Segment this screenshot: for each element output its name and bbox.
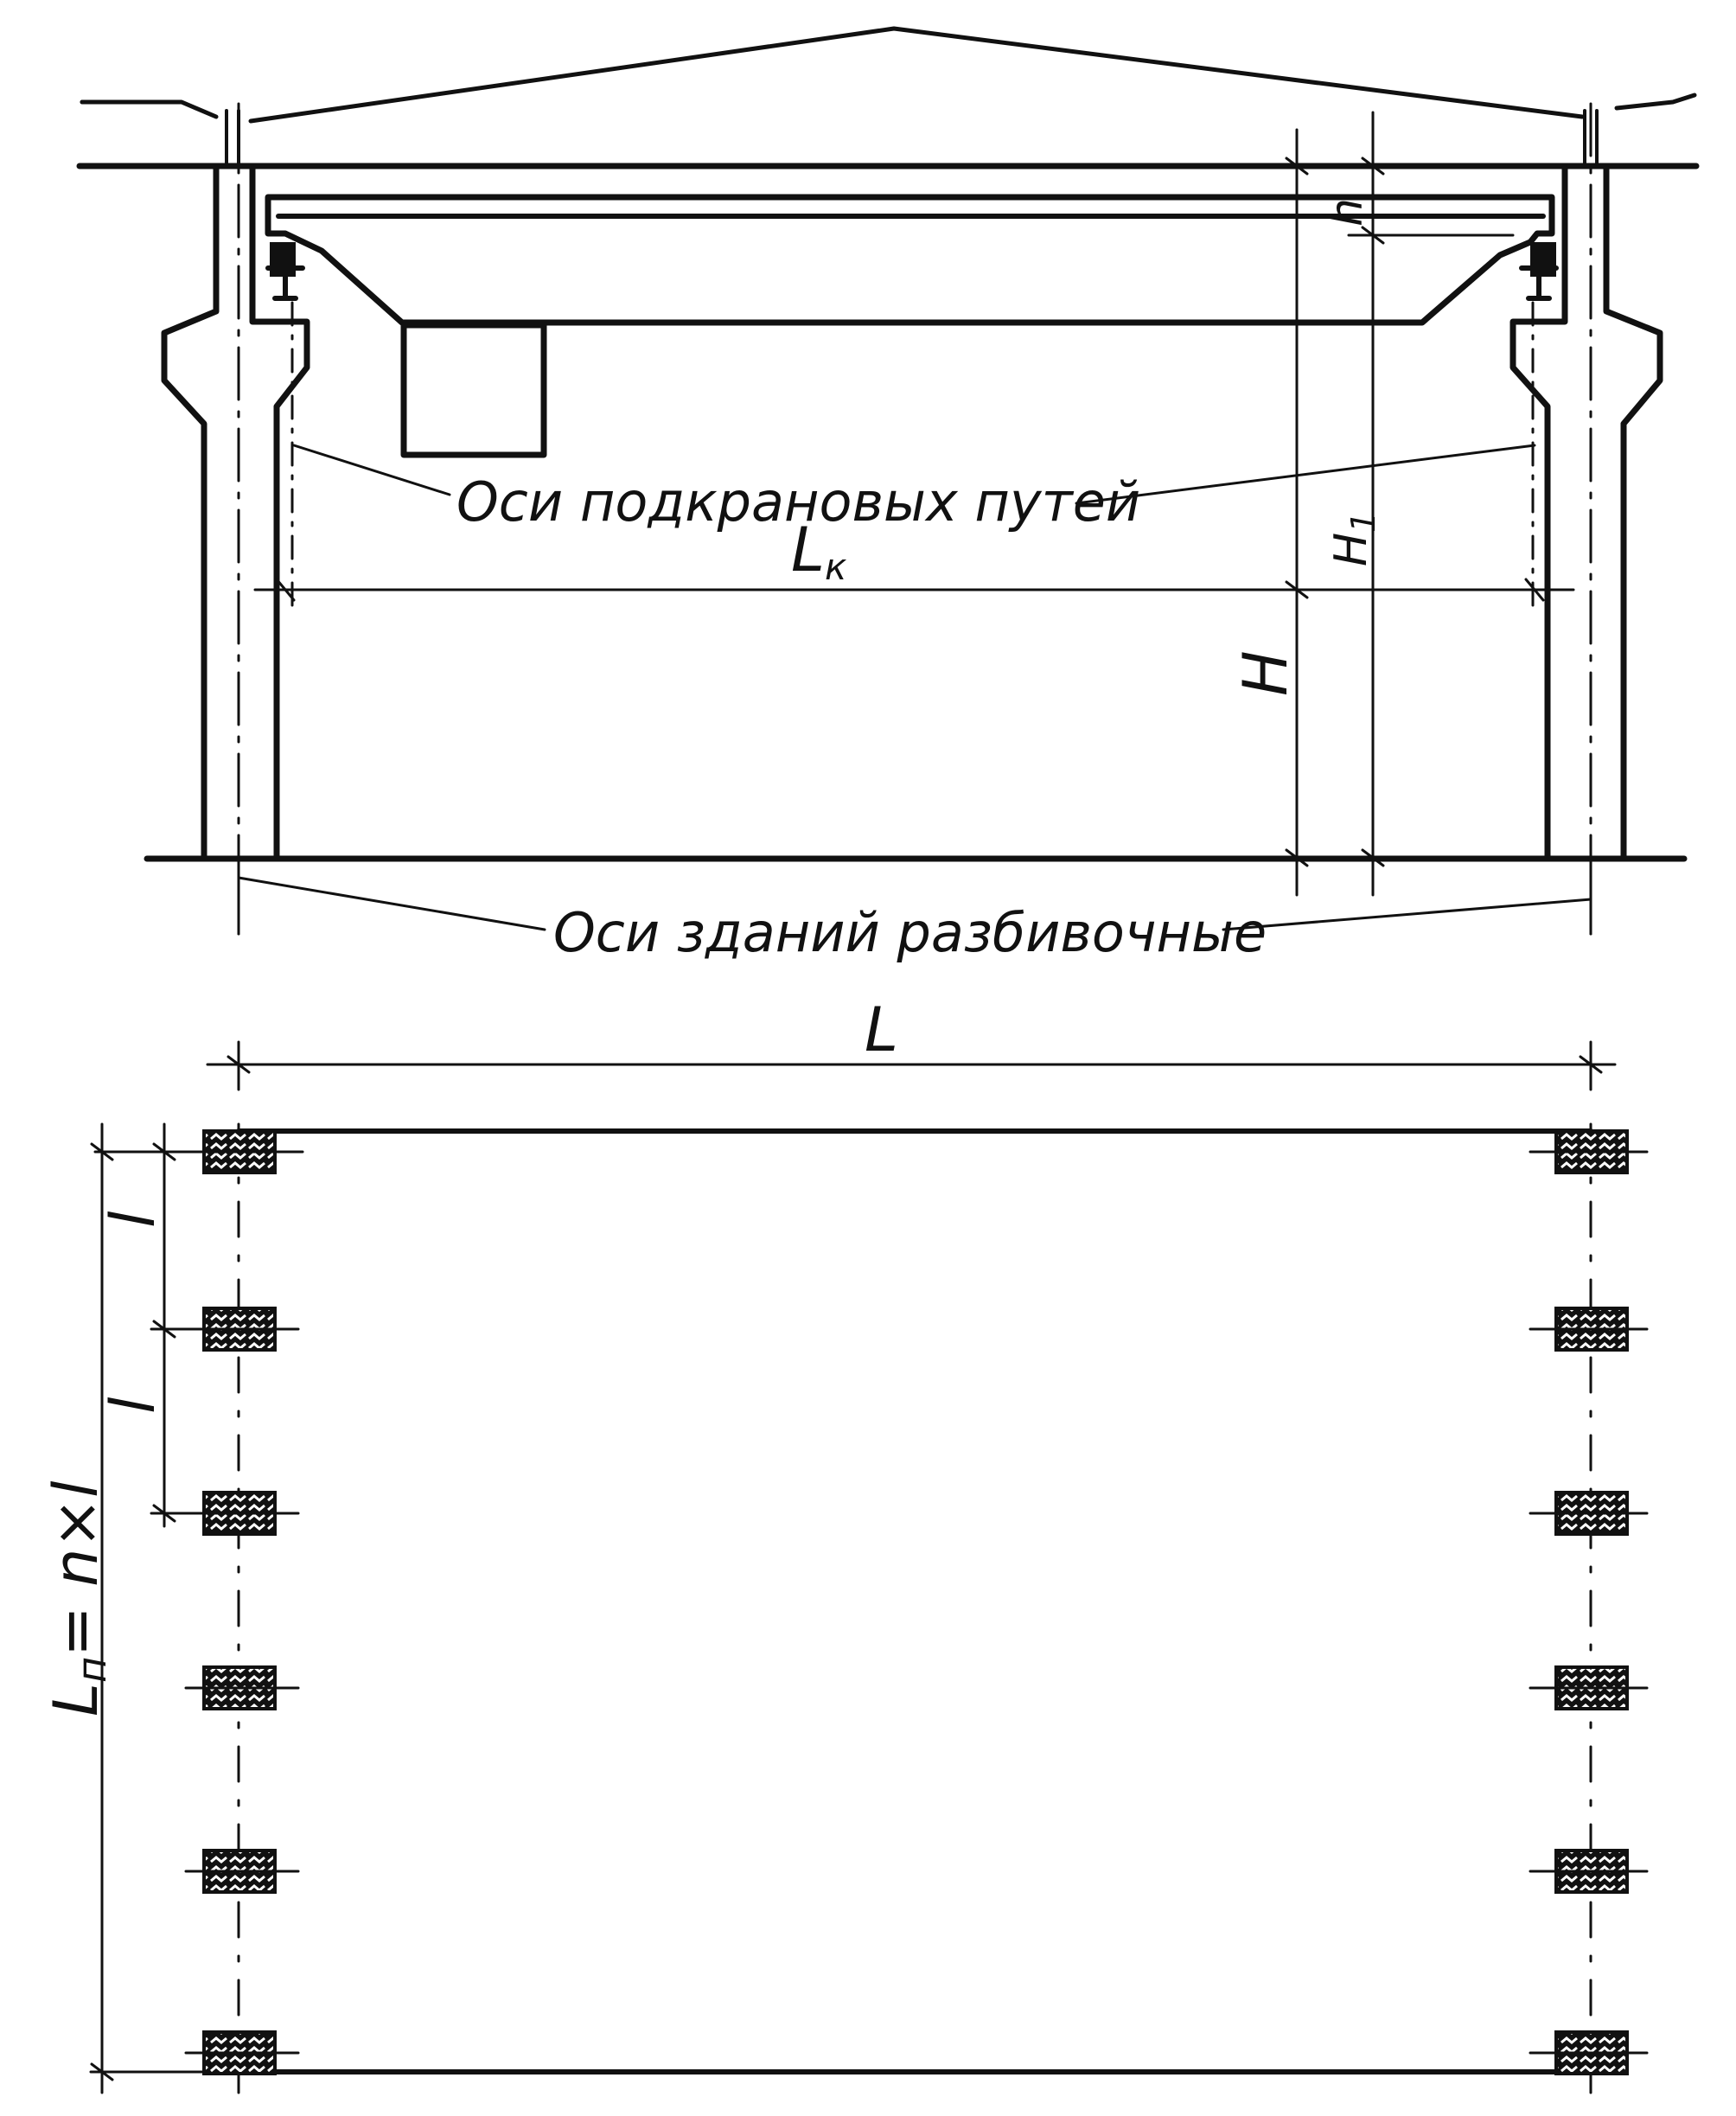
crane-span-label: L <box>791 515 825 585</box>
column-base <box>1529 1665 1649 1710</box>
crane-rail-axes-label: Оси подкрановых путей <box>456 470 1140 534</box>
building-axes-label: Оси зданий разбивочные <box>553 901 1267 964</box>
track-length-dimension: Lп= n×l <box>41 1122 209 2094</box>
column-base <box>184 2030 300 2075</box>
column-base <box>184 1129 304 1174</box>
column-base <box>184 1491 300 1536</box>
left-column <box>161 102 310 936</box>
section-view: Оси подкрановых путей Lк h <box>76 26 1700 964</box>
height-dimensions: h H1 H <box>1230 111 1515 897</box>
column-pitch-label-2: l <box>98 1397 169 1414</box>
svg-text:Lк: Lк <box>791 515 847 588</box>
left-column-row <box>184 1129 304 2075</box>
crane-bridge <box>265 194 1559 326</box>
height-total-subscript: 1 <box>1344 512 1382 533</box>
plan-view: L <box>41 994 1649 2094</box>
rail-height-label: H <box>1230 650 1301 696</box>
column-base <box>1529 1129 1649 1174</box>
track-length-label: L <box>41 1683 112 1716</box>
column-base <box>184 1849 300 1894</box>
building-span-dimension: L <box>206 994 1617 1091</box>
column-pitch-label-1: l <box>98 1211 169 1228</box>
right-column-row <box>1529 1129 1649 2075</box>
track-length-subscript: п <box>68 1657 115 1683</box>
column-pitch-dimension: l l <box>93 1122 188 1528</box>
height-total-label: H <box>1325 533 1377 566</box>
building-span-label: L <box>865 994 898 1065</box>
column-base <box>1529 1849 1649 1894</box>
svg-text:Lп= n×l: Lп= n×l <box>41 1480 115 1716</box>
crane-clearance-label: h <box>1321 198 1373 227</box>
track-length-formula: = n×l <box>41 1480 112 1657</box>
column-base <box>1529 2030 1649 2075</box>
crane-hoist <box>400 322 547 458</box>
crane-span-subscript: к <box>825 546 847 588</box>
column-base <box>1529 1491 1649 1536</box>
right-column <box>1509 102 1663 936</box>
column-base <box>1529 1307 1649 1352</box>
crane-span-dimension: Lк <box>253 515 1575 602</box>
roof <box>80 26 1697 166</box>
svg-text:H1: H1 <box>1325 512 1382 566</box>
column-base <box>184 1307 300 1352</box>
column-base <box>184 1665 300 1710</box>
